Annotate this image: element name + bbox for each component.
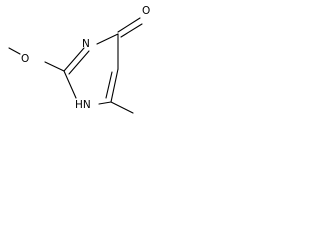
bond-c2-n1 — [63, 70, 77, 99]
bond-c6-c5-b — [105, 71, 113, 99]
atom-labels: O N O HN — [21, 5, 150, 111]
bond-c4-o-carbonyl-b — [120, 23, 143, 38]
bond-n1-c6 — [98, 101, 112, 105]
bond-c4-n3 — [96, 33, 119, 45]
atom-label-carbonyl-oxygen: O — [142, 5, 150, 17]
bonds — [8, 17, 143, 114]
bond-n3-c2-a — [63, 47, 85, 72]
bond-c2-o-methoxy — [44, 61, 65, 72]
bond-c6-methyl — [110, 101, 134, 114]
structure-diagram: O N O HN — [8, 5, 150, 114]
bond-c6-c5-a — [110, 68, 119, 103]
atom-label-ring-nitrogen-top: N — [82, 38, 90, 50]
atom-label-ring-nitrogen-bottom: HN — [75, 99, 91, 111]
atom-label-methoxy-oxygen: O — [21, 53, 29, 65]
bond-n3-c2-b — [68, 50, 90, 75]
bond-o-methyl — [8, 47, 21, 55]
bond-c4-o-carbonyl-a — [117, 17, 141, 33]
